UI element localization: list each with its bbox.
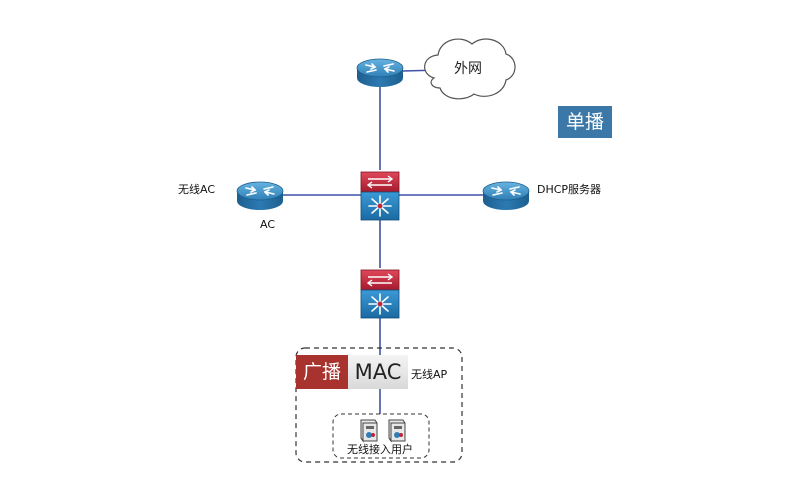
- wireless-ap-label: 无线AP: [411, 368, 448, 381]
- mac-badge: MAC: [348, 355, 408, 389]
- wireless-users-label: 无线接入用户: [347, 443, 413, 456]
- user-host-icon: [360, 419, 378, 442]
- users-group-dashed-box: [332, 413, 430, 459]
- user-host-icon: [388, 419, 406, 442]
- ac-router-icon: [236, 181, 284, 211]
- internet-cloud: [424, 38, 516, 100]
- internet-label: 外网: [454, 61, 482, 77]
- wireless-ac-title-label: 无线AC: [178, 183, 216, 196]
- core-switch-icon: [360, 171, 400, 221]
- broadcast-badge: 广播: [296, 355, 348, 389]
- access-switch-icon: [360, 269, 400, 319]
- ap-group-dashed-box: [295, 347, 463, 463]
- edge-router-icon: [356, 58, 404, 88]
- ac-label: AC: [260, 218, 276, 231]
- dhcp-server-router-icon: [482, 181, 530, 211]
- link-lines: [283, 69, 483, 414]
- dhcp-server-label: DHCP服务器: [537, 183, 602, 196]
- unicast-badge: 单播: [558, 106, 612, 138]
